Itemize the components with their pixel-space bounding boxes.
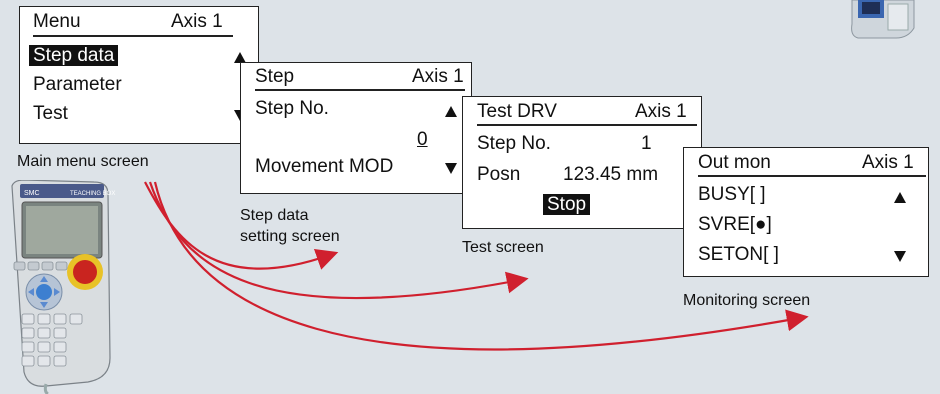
- menu-item-parameter[interactable]: Parameter: [33, 74, 122, 95]
- busy-signal: BUSY[ ]: [698, 184, 766, 205]
- test-step-no-value: 1: [641, 133, 652, 154]
- main-menu-screen: Menu Axis 1 Step data Parameter Test: [19, 6, 259, 144]
- stop-button[interactable]: Stop: [543, 194, 591, 216]
- menu-title: Menu: [33, 11, 81, 32]
- scroll-up-icon: [234, 52, 246, 63]
- test-posn-label: Posn: [477, 164, 521, 185]
- arrow-to-monitoring: [153, 181, 809, 351]
- main-menu-caption: Main menu screen: [17, 153, 149, 170]
- step-no-label: Step No.: [255, 98, 329, 119]
- test-posn-value: 123.45 mm: [563, 164, 659, 185]
- menu-axis: Axis 1: [171, 11, 223, 32]
- scroll-up-icon: [894, 192, 906, 203]
- monitor-axis: Axis 1: [862, 152, 914, 173]
- step-no-value[interactable]: 0: [417, 129, 428, 150]
- scroll-up-icon: [445, 106, 457, 117]
- test-caption: Test screen: [462, 239, 544, 256]
- monitoring-caption: Monitoring screen: [683, 292, 811, 309]
- test-screen: Test DRV Axis 1 Step No. 1 Posn 123.45 m…: [462, 96, 702, 229]
- brand-logo: SMC: [24, 190, 40, 197]
- menu-item-test[interactable]: Test: [33, 103, 68, 124]
- scroll-down-icon: [445, 163, 457, 174]
- scroll-down-icon: [894, 251, 906, 262]
- test-step-no-label: Step No.: [477, 133, 551, 154]
- emergency-stop-button: [73, 260, 97, 284]
- monitor-title: Out mon: [698, 152, 771, 173]
- movement-mod-label: Movement MOD: [255, 156, 394, 177]
- svre-signal: SVRE[●]: [698, 214, 772, 235]
- step-data-screen: Step Axis 1 Step No. 0 Movement MOD: [240, 62, 472, 194]
- device-label: TEACHING BOX: [70, 191, 115, 197]
- teaching-box-device: SMC TEACHING BOX: [11, 180, 115, 394]
- monitoring-screen: Out mon Axis 1 BUSY[ ] SVRE[●] SETON[ ]: [683, 147, 929, 277]
- direction-pad: [25, 273, 63, 311]
- step-title: Step: [255, 66, 295, 87]
- test-title: Test DRV: [477, 101, 557, 122]
- arrow-to-step-data: [144, 181, 339, 270]
- step-axis: Axis 1: [412, 66, 464, 87]
- test-axis: Axis 1: [635, 101, 687, 122]
- controller-device: [851, 0, 915, 39]
- keypad: [21, 313, 83, 367]
- menu-item-step-data[interactable]: Step data: [29, 45, 119, 67]
- seton-signal: SETON[ ]: [698, 244, 779, 265]
